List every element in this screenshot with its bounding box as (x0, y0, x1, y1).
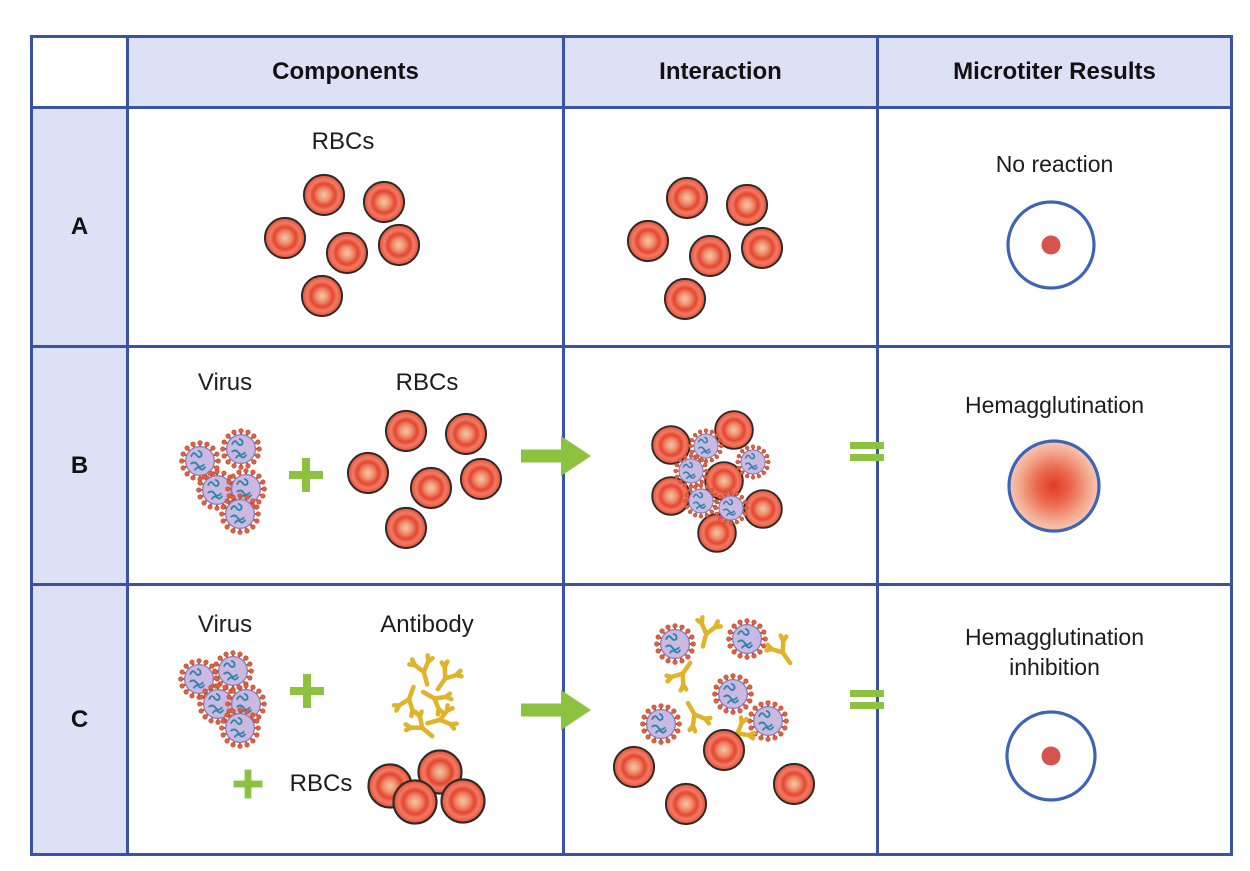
antibody-icon (403, 709, 440, 745)
rbc-icon (714, 410, 754, 450)
cell-components-b: Virus RBCs (126, 345, 565, 586)
microtiter-well-icon (1005, 710, 1097, 802)
virus-icon (712, 489, 750, 527)
cell-components-a: RBCs (126, 106, 565, 348)
corner-cell (30, 35, 129, 109)
cell-interaction-c (562, 583, 879, 856)
rbc-icon (772, 762, 816, 806)
equals-icon (848, 688, 886, 716)
virus-icon (639, 702, 683, 746)
row-label-b-text: B (70, 451, 89, 479)
rbc-icon (302, 173, 346, 217)
rbc-icon (346, 451, 390, 495)
rbc-icon (409, 466, 453, 510)
row-label-c: C (30, 583, 129, 856)
components-c-illustration (177, 649, 486, 825)
rbc-icon (651, 476, 691, 516)
arrow-right-icon (521, 688, 593, 737)
cell-result-a: No reaction (876, 106, 1233, 348)
rbc-icon (300, 274, 344, 318)
rbc-icon (459, 457, 503, 501)
row-label-c-text: C (70, 705, 89, 733)
antibody-icon (428, 659, 464, 696)
rbc-icon (444, 412, 488, 456)
plus-icon (290, 674, 324, 708)
interaction-a-illustration (626, 176, 784, 321)
rbcs-label: RBCs (395, 369, 459, 396)
rbc-icon (377, 223, 421, 267)
column-header-microtiter-results: Microtiter Results (876, 35, 1233, 109)
equals-icon (848, 440, 886, 468)
virus-icon (219, 427, 263, 471)
antibody-icon (764, 633, 800, 670)
well-dot (1041, 235, 1061, 255)
virus-icon (682, 482, 720, 520)
antibody-icon (408, 654, 438, 687)
plus-icon (289, 458, 323, 492)
assay-table: Components Interaction Microtiter Result… (30, 35, 1233, 856)
rbc-icon (612, 745, 656, 789)
virus-icon (711, 672, 755, 716)
microtiter-well-icon (1006, 200, 1096, 290)
plus-icon (233, 769, 263, 799)
virus-icon (218, 706, 262, 750)
virus-label: Virus (197, 369, 253, 396)
interaction-c-illustration (612, 586, 816, 826)
rbc-icon (325, 231, 369, 275)
row-label-a: A (30, 106, 129, 348)
result-c-caption-line2: inhibition (1009, 654, 1100, 680)
column-header-interaction-label: Interaction (659, 58, 782, 85)
cell-result-c: Hemagglutination inhibition (876, 583, 1233, 856)
rbc-icon (702, 728, 746, 772)
rbc-icon (743, 489, 783, 529)
cell-interaction-b (562, 345, 879, 586)
rbc-icon (665, 176, 709, 220)
well-dot (1041, 746, 1061, 766)
column-header-microtiter-results-label: Microtiter Results (953, 58, 1156, 85)
rbcs-label: RBCs (289, 770, 353, 797)
result-c-caption-line1: Hemagglutination (964, 624, 1144, 650)
column-header-components-label: Components (272, 58, 419, 85)
virus-icon (687, 427, 725, 465)
rbc-icon (663, 277, 707, 321)
rbc-icon (725, 183, 769, 227)
cell-components-c: Virus Antibody RBCs (126, 583, 565, 856)
well-diffuse-red (1007, 439, 1101, 533)
rbcs-label: RBCs (311, 128, 375, 155)
rbc-icon (392, 779, 438, 825)
virus-label: Virus (197, 611, 253, 638)
rbc-icon (362, 180, 406, 224)
virus-icon (218, 492, 262, 536)
interaction-b-illustration (651, 410, 783, 553)
microtiter-well-icon (1007, 439, 1101, 533)
column-header-components: Components (126, 35, 565, 109)
cell-interaction-a (562, 106, 879, 348)
rbc-icon (688, 234, 732, 278)
virus-icon (672, 452, 710, 490)
components-b-illustration (178, 409, 503, 550)
antibody-label: Antibody (380, 611, 474, 638)
virus-icon (653, 622, 697, 666)
row-label-a-text: A (70, 213, 89, 240)
rbc-icon (263, 216, 307, 260)
arrow-right-icon (521, 434, 593, 483)
virus-icon (725, 617, 769, 661)
rbc-icon (664, 782, 708, 826)
row-label-b: B (30, 345, 129, 586)
rbc-icon (384, 506, 428, 550)
rbc-icon (440, 778, 486, 824)
result-b-caption: Hemagglutination (964, 392, 1144, 418)
virus-icon (734, 443, 772, 481)
column-header-interaction: Interaction (562, 35, 879, 109)
cell-result-b: Hemagglutination (876, 345, 1233, 586)
antibody-icon (678, 697, 713, 733)
rbc-icon (626, 219, 670, 263)
antibody-icon (691, 616, 721, 649)
rbc-icon (384, 409, 428, 453)
rbc-icon (740, 226, 784, 270)
result-a-caption: No reaction (995, 151, 1114, 177)
